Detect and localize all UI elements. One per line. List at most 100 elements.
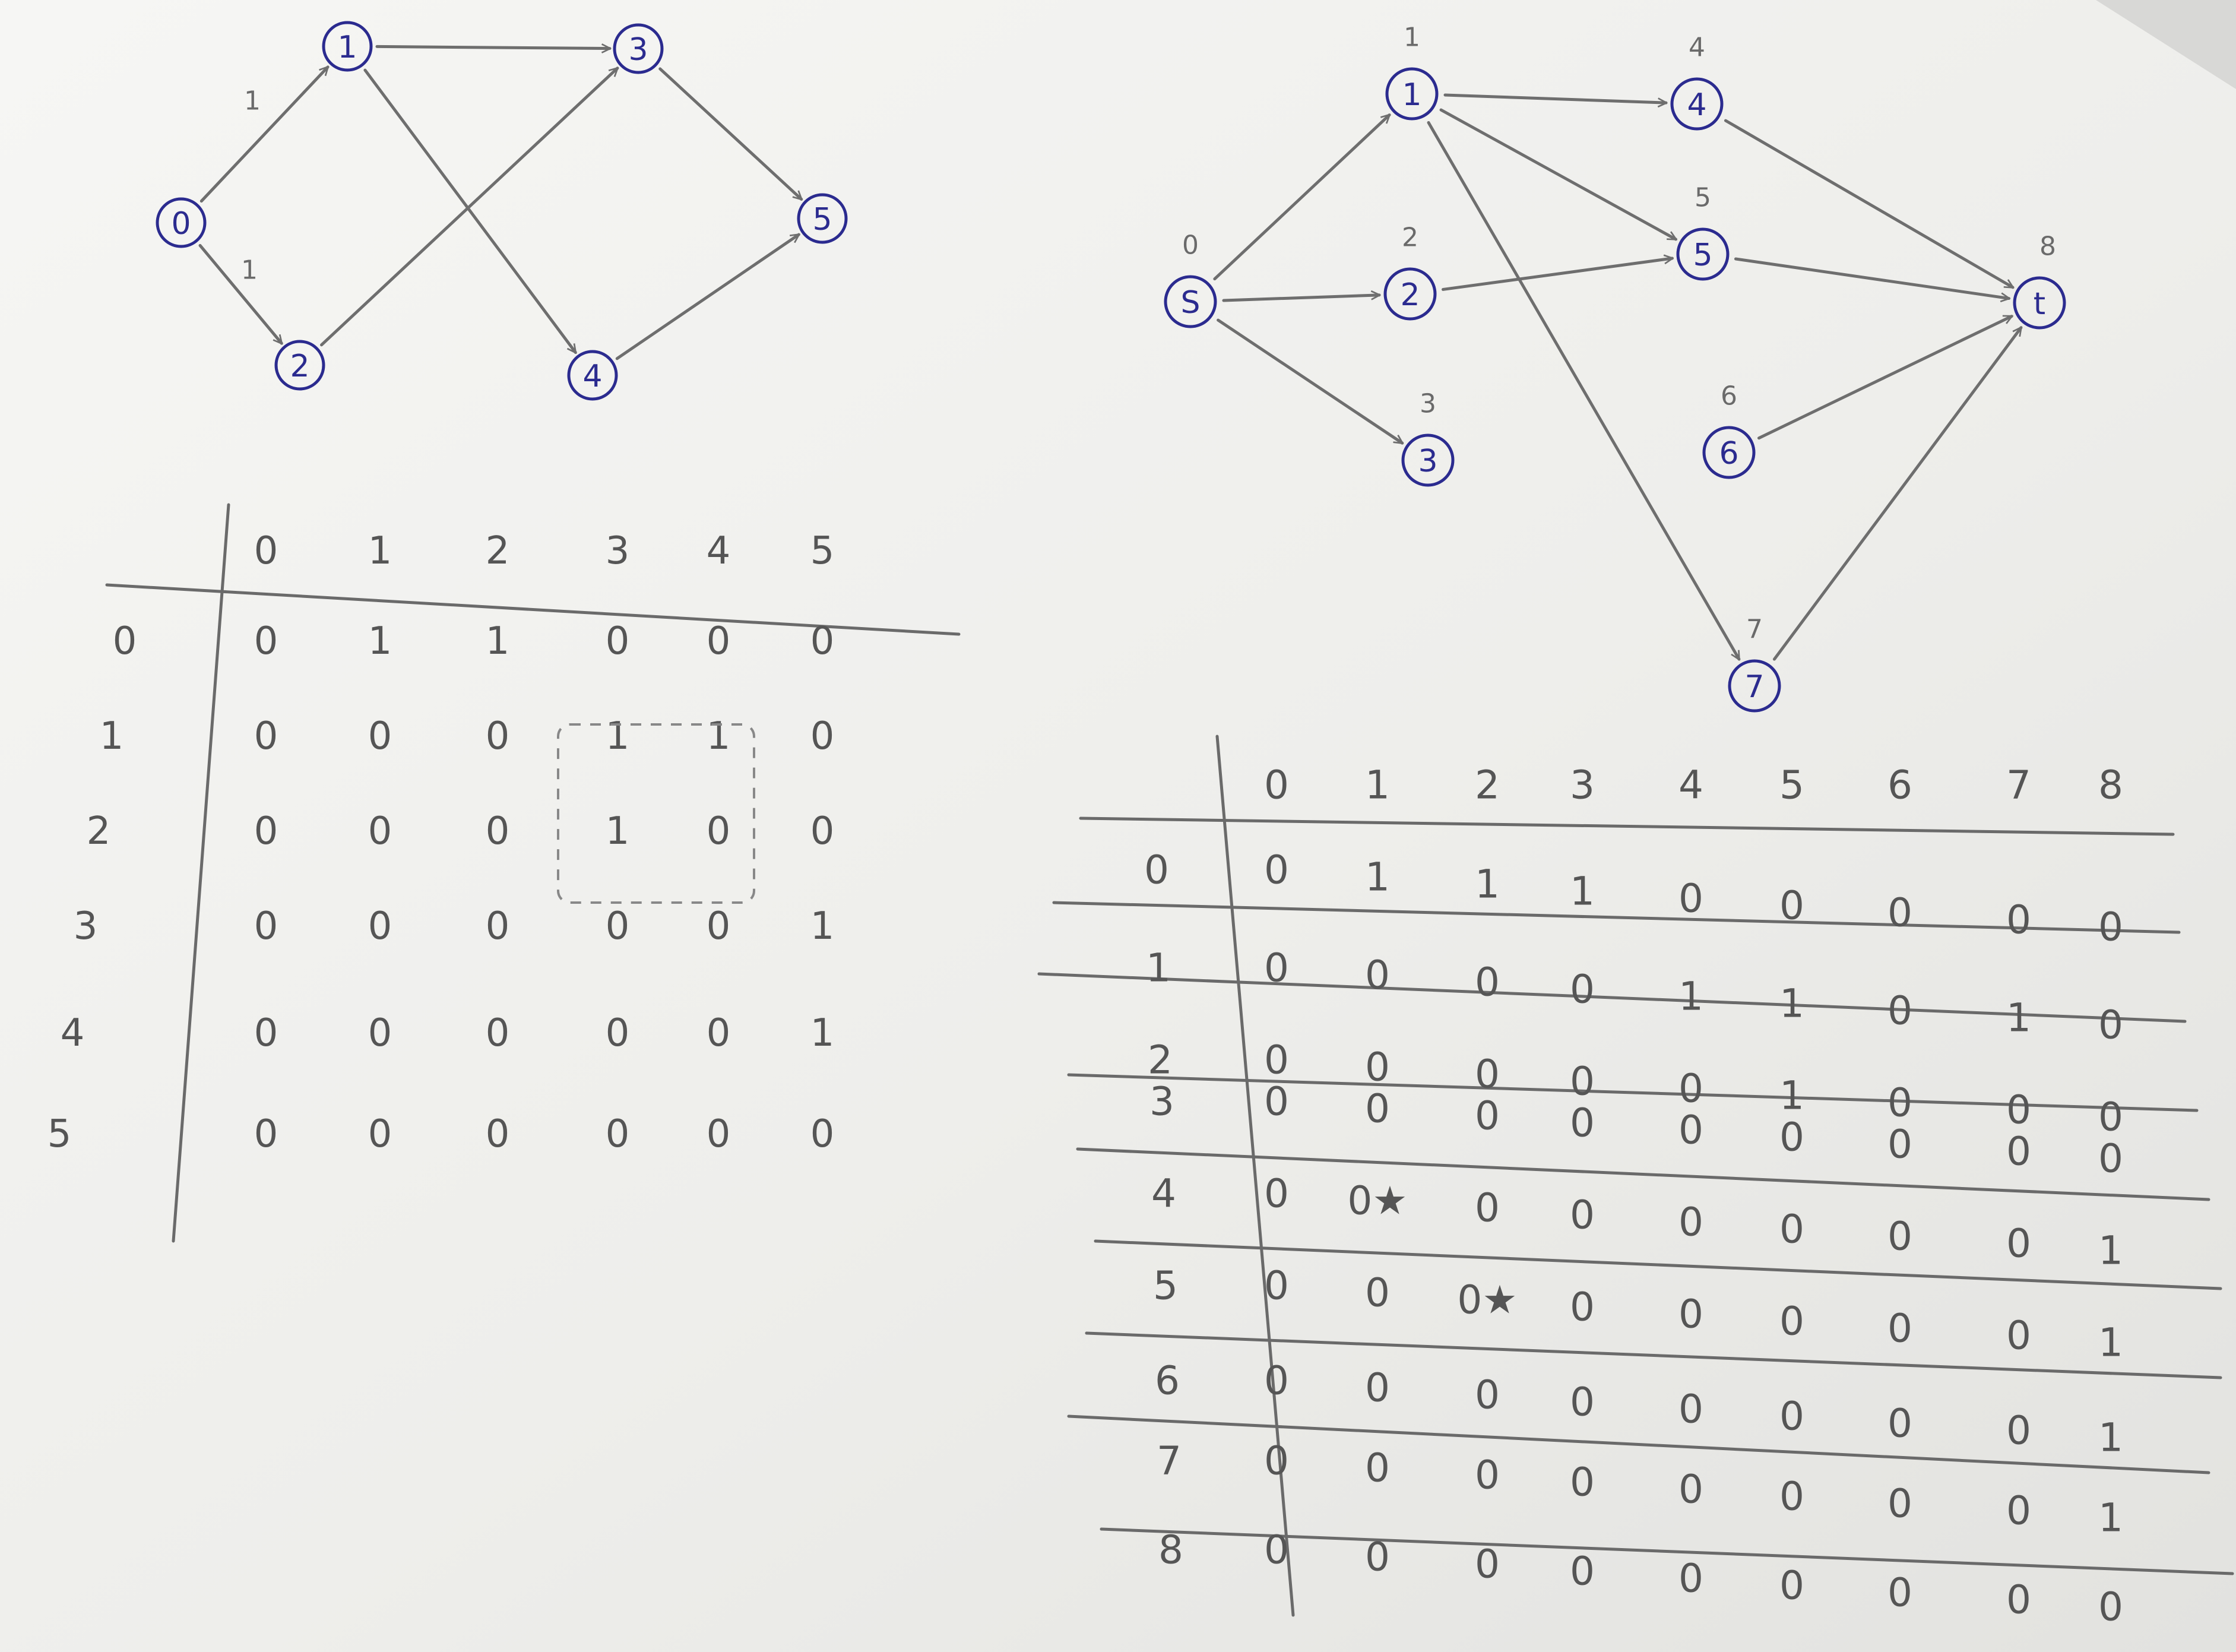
graph1-edge-0-2 (198, 243, 281, 343)
graph2-node-circle (1401, 433, 1455, 487)
graph1-cell: 0 (707, 904, 731, 948)
graph1-column-header: 5 (810, 529, 835, 573)
graph1-column-header: 2 (486, 529, 510, 573)
graph2-cell: 0 (1264, 1527, 1289, 1573)
graph2-cell: 0 (1779, 1299, 1804, 1344)
graph1-cell: 0 (707, 809, 731, 853)
graph1-node-label: 2 (290, 349, 309, 384)
graph1-cell: 1 (368, 619, 392, 663)
graph2-cell: 0 (1887, 1306, 1912, 1352)
graph2-cell: 1 (2098, 1320, 2123, 1366)
graph2-cell: 0 (1264, 945, 1289, 991)
graph1-cell: 0 (707, 619, 731, 663)
graph2-column-header: 8 (2098, 762, 2123, 808)
graph2-cell: 0 (1678, 1200, 1703, 1245)
graph1-cell: 0 (810, 619, 835, 663)
graph2-cell: 0 (1264, 1171, 1289, 1217)
graph2-node-circle (1728, 659, 1781, 713)
graph2-node-distance: 1 (1404, 23, 1420, 53)
graph2-edge-4-t (1724, 119, 2013, 289)
graph2-row-rule (1037, 972, 2187, 1023)
graph2-cell: 0 (1365, 1086, 1390, 1132)
graph1-column-header: 3 (606, 529, 630, 573)
graph2-cell: 1 (2006, 995, 2031, 1041)
graph2-cell: 0 (1678, 1066, 1703, 1112)
graph2-cell: 0 (1779, 883, 1804, 929)
graph2-edge-2-5 (1441, 258, 1672, 291)
graph1-cell: 0 (254, 809, 278, 853)
graph2-column-header: 1 (1365, 762, 1390, 808)
graph1-cell: 0 (254, 1011, 278, 1055)
graph2-cell: 0 (1570, 1460, 1595, 1505)
graph2-node-label: 6 (1719, 436, 1738, 471)
graph1-node-circle (613, 23, 664, 74)
graph2-cell: 0 (1779, 1394, 1804, 1439)
graph1-cell: 0 (486, 1011, 510, 1055)
graph2-cell: 0 (1264, 1079, 1289, 1125)
graph1-row-header: 2 (87, 809, 111, 853)
graph2-cell: 0 (1570, 1100, 1595, 1146)
graph2-node-circle (1383, 267, 1437, 321)
graph2-cell: 0 (2006, 1129, 2031, 1175)
graph1-header-rule (105, 583, 961, 636)
graph2-cell: 0 (1570, 1192, 1595, 1238)
graph1-node-circle (156, 197, 207, 248)
graph1-cell: 0 (486, 714, 510, 758)
graph2-cell: 0 (1678, 876, 1703, 922)
graph1-node-label: 3 (628, 32, 648, 68)
graph2-cell: 0 (1264, 1037, 1289, 1083)
graph2-cell: 0 (2006, 1577, 2031, 1623)
graph2-node-label: 5 (1693, 238, 1712, 273)
graph2-node-label: 7 (1744, 669, 1764, 705)
graph2-cell: 0 (1475, 1452, 1500, 1498)
graph2-cell: 0 (2006, 897, 2031, 943)
graph1-node-circle (567, 350, 618, 401)
graph2-cell: 0 (1887, 1481, 1912, 1527)
graph1-node-circle (797, 193, 848, 244)
graph2-cell: 0 (1365, 1270, 1390, 1316)
graph1-column-header: 0 (254, 529, 278, 573)
graph2-row-rule (1085, 1331, 2222, 1379)
graph2-row-header: 0 (1144, 847, 1169, 893)
graph2-row-header: 8 (1158, 1527, 1183, 1573)
graph2-cell: 0 (1678, 1467, 1703, 1512)
graph2-cell: 0 (1475, 1542, 1500, 1587)
graph2-column-header: 3 (1570, 762, 1595, 808)
graph2-cell: 0 (1264, 1358, 1289, 1404)
graph2-cell: 0 (2006, 1488, 2031, 1534)
graph2-node-distance: 2 (1402, 223, 1418, 253)
graph2-cell: 1 (2098, 1228, 2123, 1274)
graph2-edge-S-2 (1222, 295, 1379, 302)
graph1-row-header: 5 (47, 1112, 72, 1156)
graph2-cell: 0 (1779, 1474, 1804, 1520)
graph2-cell: 0 (1887, 988, 1912, 1034)
graph2-cell: 0 (2006, 1221, 2031, 1267)
graph2-edge-S-1 (1213, 115, 1389, 281)
graph1-row-header: 0 (113, 619, 137, 663)
graph2-cell: 0 (1264, 847, 1289, 893)
graph2-cell: 0 (1365, 1445, 1390, 1491)
graph2-node-circle (1702, 426, 1756, 479)
graph2-cell: 0 (2006, 1408, 2031, 1454)
graph2-column-header: 5 (1779, 762, 1804, 808)
graph2-cell: 0 (1779, 1563, 1804, 1609)
graph1-cell: 0 (368, 809, 392, 853)
graph2-node-distance: 3 (1420, 389, 1436, 419)
graph2-edge-S-3 (1217, 318, 1402, 445)
graph2-row-header: 6 (1155, 1358, 1180, 1404)
graph2-node-label: t (2034, 286, 2045, 322)
graph2-vertical-rule (1215, 735, 1295, 1617)
graph1-cell: 0 (606, 619, 630, 663)
graph2-cell: 0 (1887, 1080, 1912, 1126)
graph2-cell: 1 (1779, 981, 1804, 1027)
graph2-cell: 0 (1887, 1401, 1912, 1447)
graph1-edge-1-3 (375, 46, 610, 48)
graph2-node-distance: 7 (1746, 615, 1763, 645)
graph2-cell: 0 (1570, 1379, 1595, 1425)
graph2-cell: 1 (1475, 862, 1500, 907)
graph2-edge-1-5 (1439, 108, 1676, 241)
graph2-cell: 0 (1678, 1556, 1703, 1602)
graph2-row-rule (1076, 1147, 2210, 1201)
